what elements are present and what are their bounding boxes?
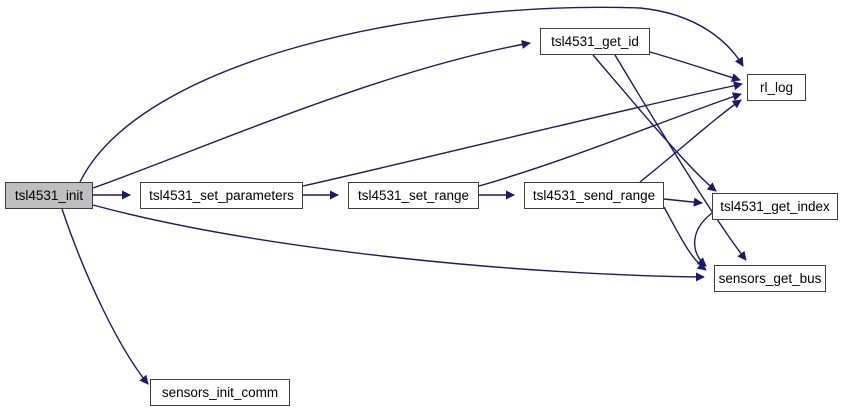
edge-sendrange-to-sensors_get_bus — [663, 206, 707, 271]
node-rl_log[interactable]: rl_log — [747, 74, 806, 101]
node-tsl4531_send_range[interactable]: tsl4531_send_range — [524, 182, 664, 209]
node-tsl4531_set_range[interactable]: tsl4531_set_range — [348, 182, 479, 209]
node-label: tsl4531_get_index — [720, 198, 830, 214]
edge-sendrange-to-rl_log — [639, 99, 742, 183]
node-label: tsl4531_set_range — [357, 187, 470, 203]
node-label: tsl4531_send_range — [532, 187, 656, 203]
node-tsl4531_init[interactable]: tsl4531_init — [5, 182, 93, 209]
node-label: tsl4531_init — [14, 187, 84, 203]
node-sensors_init_comm[interactable]: sensors_init_comm — [150, 379, 290, 406]
node-label: tsl4531_set_parameters — [149, 187, 294, 203]
edge-getid-to-sensors_get_bus — [614, 54, 747, 261]
node-label: tsl4531_get_id — [551, 33, 639, 49]
node-tsl4531_set_parameters[interactable]: tsl4531_set_parameters — [140, 182, 303, 209]
edge-setparams-to-rl_log — [302, 81, 743, 187]
edge-init-to-rl_log — [79, 6, 744, 183]
node-label: rl_log — [759, 79, 794, 95]
node-sensors_get_bus[interactable]: sensors_get_bus — [714, 265, 826, 292]
edge-setrange-to-rl_log — [478, 92, 742, 187]
node-tsl4531_get_index[interactable]: tsl4531_get_index — [712, 193, 838, 220]
edge-getid-to-rl_log — [649, 51, 741, 83]
edge-getindex-to-sensors_get_bus — [693, 212, 713, 267]
edge-init-to-sensors_init_comm — [61, 208, 149, 385]
node-tsl4531_get_id[interactable]: tsl4531_get_id — [540, 28, 650, 55]
edge-sendrange-to-get_index — [663, 197, 703, 207]
edge-getid-to-get_index — [592, 54, 717, 192]
edge-init-to-sensors_get_bus — [92, 204, 705, 282]
node-label: sensors_get_bus — [718, 270, 822, 286]
node-label: sensors_init_comm — [161, 384, 279, 400]
edge-init-to-get_id — [92, 39, 531, 189]
